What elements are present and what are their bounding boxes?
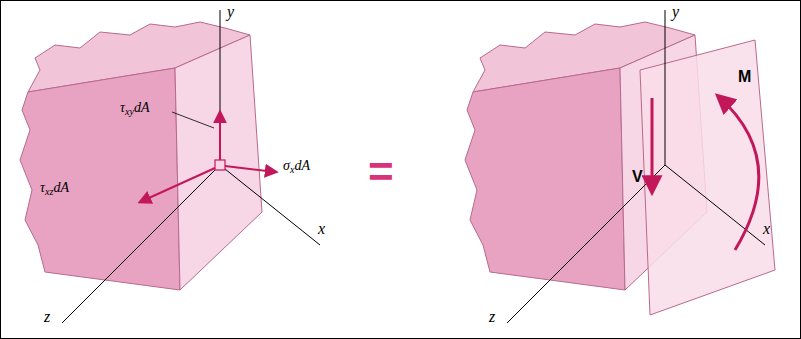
shear-xy-arrow (219, 112, 221, 160)
force-label: τxzdA (40, 180, 69, 195)
force-label: σxdA (283, 158, 310, 173)
shear-force-arrow (651, 98, 654, 192)
equals-sign: = (368, 148, 394, 196)
section-plane (640, 40, 775, 315)
axis-label: x (318, 220, 325, 238)
x-axis (220, 165, 320, 245)
z-axis (62, 165, 220, 323)
axis-label: z (489, 308, 495, 326)
leader-line (172, 112, 214, 128)
axis-label: y (227, 3, 234, 21)
moment-label: M (738, 68, 751, 86)
body-block (20, 22, 262, 290)
z-axis (507, 165, 665, 323)
axis-label: x (763, 220, 770, 238)
shear-xz-arrow (140, 168, 215, 202)
normal-arrow (225, 166, 276, 172)
y-axis (665, 10, 666, 165)
y-axis (220, 10, 221, 165)
area-element (215, 160, 225, 170)
moment-arrow (718, 96, 759, 250)
shear-label: V (632, 168, 643, 186)
x-axis (665, 165, 765, 245)
axis-label: y (672, 3, 679, 21)
axis-label: z (44, 308, 50, 326)
force-label: τxydA (120, 100, 150, 115)
